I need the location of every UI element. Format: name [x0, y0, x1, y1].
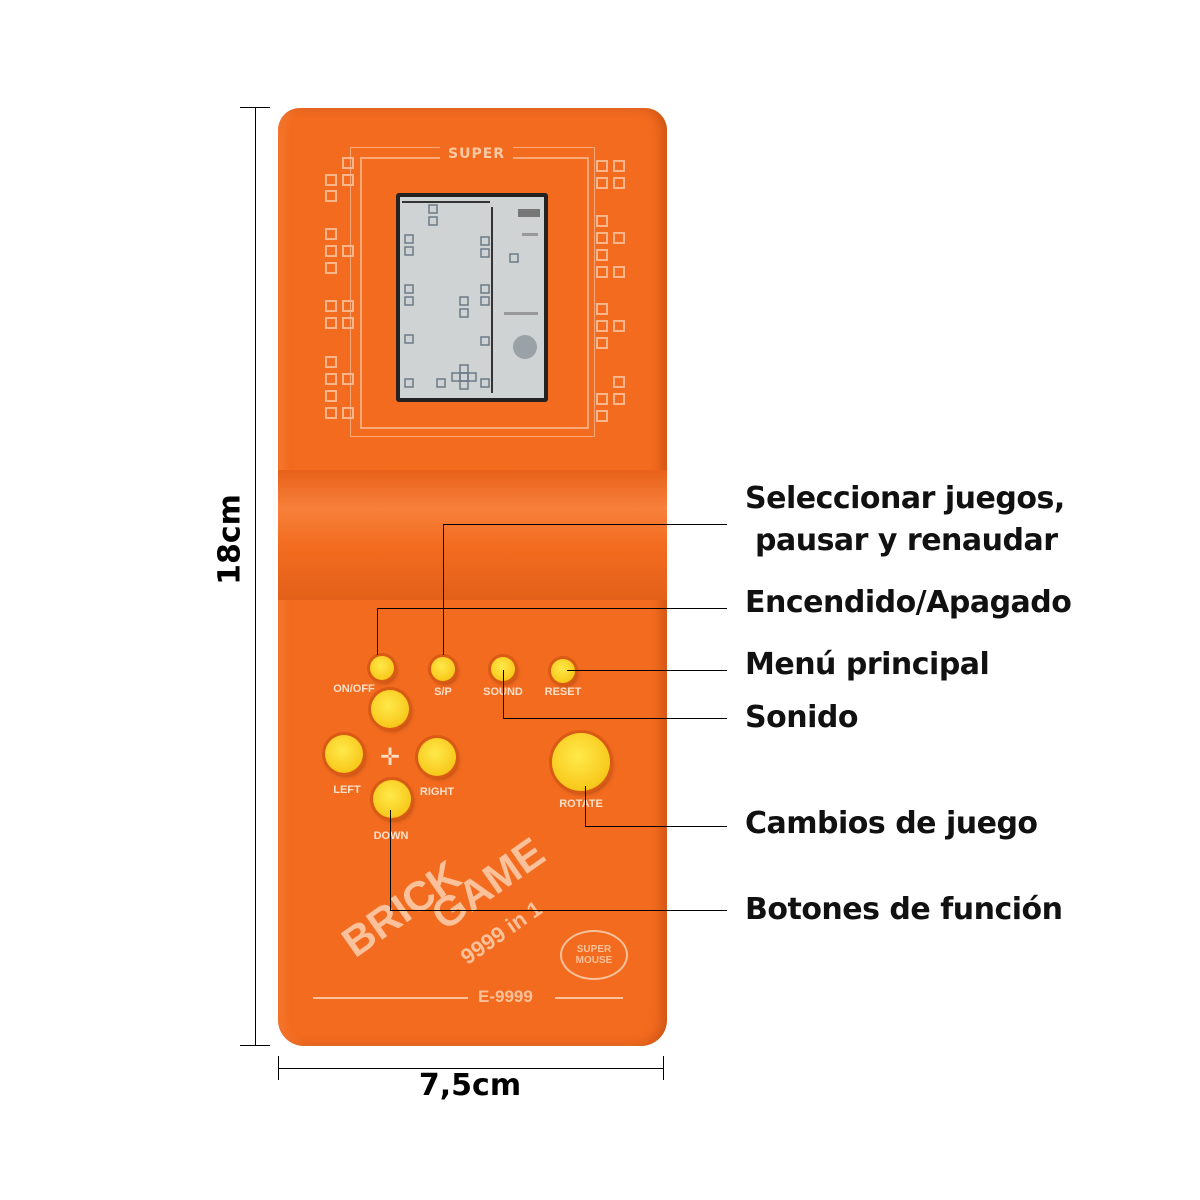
annotation-select-pause-line2: pausar y renaudar [755, 523, 1058, 558]
right-button[interactable] [418, 738, 456, 776]
on-off-button[interactable] [370, 656, 394, 680]
up-button[interactable] [371, 690, 409, 728]
leader-rotate-h [585, 826, 727, 827]
width-tick-left [278, 1056, 279, 1080]
annotation-sound: Sonido [745, 700, 858, 735]
device-hinge [278, 470, 667, 600]
height-label: 18cm [212, 494, 248, 585]
model-divider-right [555, 997, 623, 999]
leader-sound-h [503, 718, 727, 719]
reset-button[interactable] [551, 659, 575, 683]
leader-sp-h [443, 524, 727, 525]
down-button[interactable] [373, 780, 411, 818]
rotate-button[interactable] [552, 733, 610, 791]
s-p-button[interactable] [431, 657, 455, 681]
width-label: 7,5cm [418, 1068, 522, 1103]
rotate-label: ROTATE [559, 798, 603, 810]
leader-sp-v [443, 524, 444, 655]
annotation-power: Encendido/Apagado [745, 585, 1072, 620]
on-off-label: ON/OFF [333, 683, 375, 695]
annotation-main-menu: Menú principal [745, 647, 990, 682]
leader-sound-v [503, 670, 504, 719]
annotation-select-pause: Seleccionar juegos, pausar y renaudar [745, 478, 1065, 562]
height-tick-top [240, 107, 270, 108]
dpad-cross-icon: ✛ [380, 743, 401, 771]
mascot-super-mouse: SUPER MOUSE [560, 930, 628, 980]
leader-down-v [390, 810, 391, 911]
lcd-tetris-display [402, 201, 540, 393]
left-button[interactable] [325, 735, 363, 773]
annotation-select-pause-line1: Seleccionar juegos, [745, 481, 1065, 516]
leader-rotate-v [585, 786, 586, 827]
lcd-screen [400, 197, 544, 398]
height-tick-bottom [240, 1045, 270, 1046]
model-number: E-9999 [478, 987, 533, 1006]
reset-label: RESET [544, 686, 582, 698]
height-dimension-line [255, 107, 256, 1045]
left-label: LEFT [333, 784, 361, 796]
leader-reset-h [567, 670, 727, 671]
s-p-label: S/P [434, 686, 452, 698]
model-divider-left [313, 997, 468, 999]
brand-top: SUPER [440, 146, 514, 162]
leader-onoff-h [377, 608, 727, 609]
annotation-game-change: Cambios de juego [745, 806, 1038, 841]
leader-onoff-v [377, 608, 378, 655]
width-dimension-line [278, 1068, 664, 1069]
width-tick-right [663, 1056, 664, 1080]
down-label: DOWN [373, 830, 409, 842]
right-label: RIGHT [419, 786, 455, 798]
leader-down-h [390, 910, 727, 911]
annotation-function-buttons: Botones de función [745, 892, 1063, 927]
